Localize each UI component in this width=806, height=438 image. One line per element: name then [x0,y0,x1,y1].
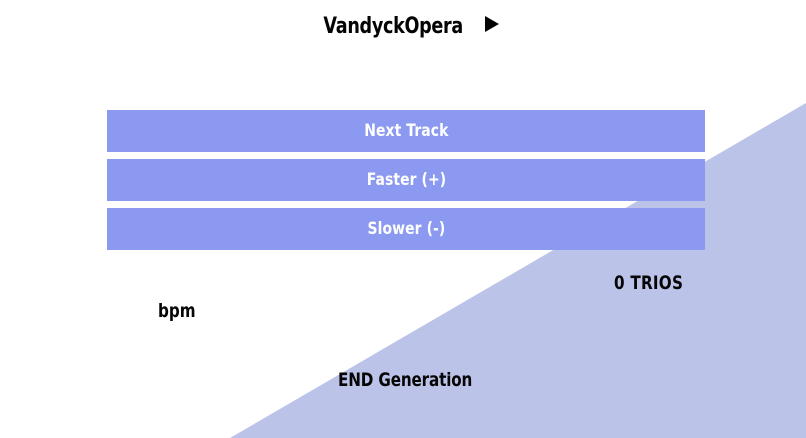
generation-status-value: END Generation [338,369,473,391]
control-button-stack: Next Track Faster (+) Slower (-) [107,110,705,250]
faster-button[interactable]: Faster (+) [107,159,705,201]
next-track-button[interactable]: Next Track [107,110,705,152]
play-triangle-icon [484,15,500,37]
page-title: VandyckOpera [0,16,806,38]
trios-count-readout: 0 TRIOS [614,274,700,293]
slower-button[interactable]: Slower (-) [107,208,705,250]
next-track-button-label: Next Track [363,121,449,141]
generation-status-readout: END Generation [338,371,506,390]
app-title-text: VandyckOpera [323,14,463,39]
faster-button-label: Faster (+) [366,170,446,190]
bpm-value: bpm [158,300,196,322]
bpm-readout: bpm [158,302,205,321]
slower-button-label: Slower (-) [367,219,445,239]
trios-count-value: 0 TRIOS [614,272,684,294]
